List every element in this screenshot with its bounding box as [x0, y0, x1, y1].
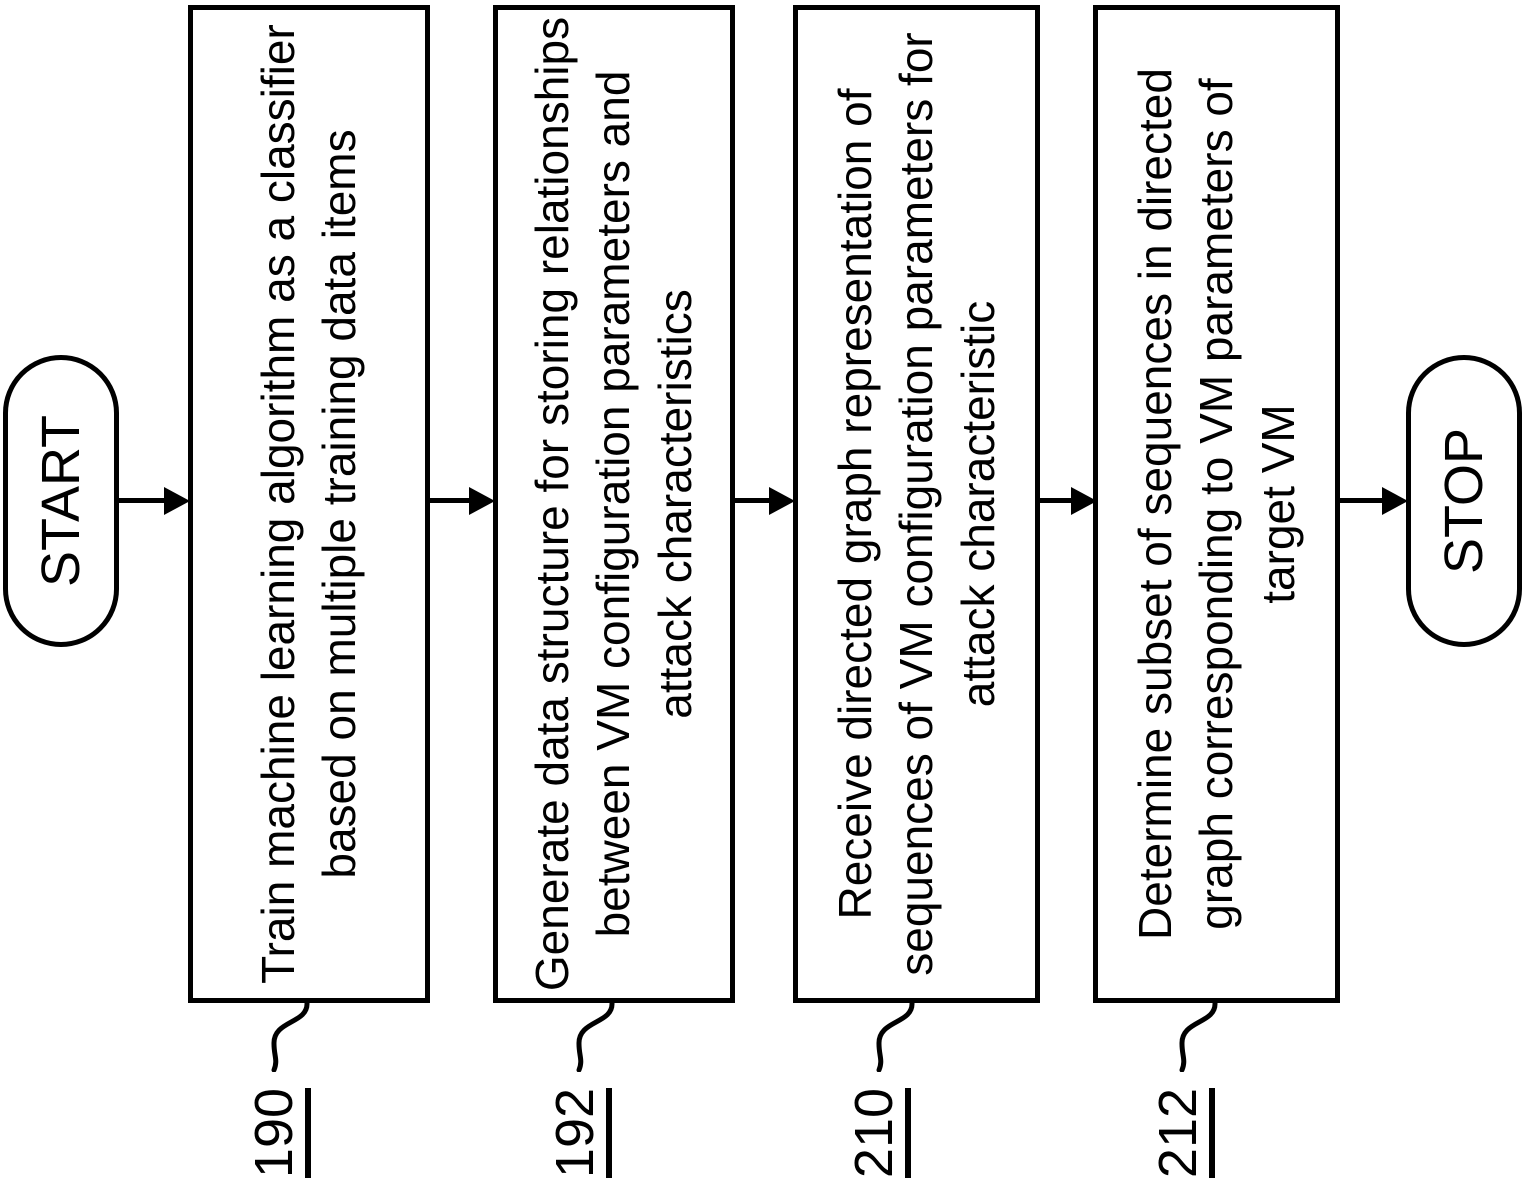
arrow-shaft [1038, 498, 1077, 503]
flow-arrow-192-to-210 [733, 487, 795, 515]
flow-arrow-210-to-212 [1038, 487, 1097, 515]
arrow-shaft [733, 498, 775, 503]
arrow-shaft [118, 498, 170, 503]
ref-label-212: 212 [1148, 1087, 1215, 1178]
step-text-212: Determine subset of sequences in directe… [1128, 68, 1304, 940]
arrow-shaft [1338, 498, 1388, 503]
step-box-190: Train machine learning algorithm as a cl… [188, 5, 430, 1003]
arrow-shaft [428, 498, 475, 503]
ref-number-190: 190 [244, 1087, 311, 1178]
step-text-210: Receive directed graph representation of… [828, 32, 1004, 976]
step-text-wrap: Train machine learning algorithm as a cl… [194, 14, 424, 994]
flow-arrow-190-to-192 [428, 487, 495, 515]
ref-connector-190 [271, 1002, 310, 1072]
arrow-head-icon [469, 487, 495, 515]
arrow-head-icon [1382, 487, 1408, 515]
step-box-192: Generate data structure for storing rela… [493, 5, 735, 1003]
step-box-210: Receive directed graph representation of… [793, 5, 1040, 1003]
ref-label-190: 190 [244, 1087, 311, 1178]
step-text-wrap: Generate data structure for storing rela… [499, 14, 729, 994]
arrow-head-icon [1071, 487, 1097, 515]
ref-connector-212 [1179, 1002, 1218, 1072]
arrow-head-icon [769, 487, 795, 515]
start-terminal: START [3, 355, 119, 647]
step-text-190: Train machine learning algorithm as a cl… [251, 24, 365, 984]
step-box-212: Determine subset of sequences in directe… [1093, 5, 1340, 1003]
stop-terminal: STOP [1406, 355, 1522, 647]
ref-label-rot: 210 [844, 1087, 911, 1178]
ref-label-rot: 190 [244, 1087, 311, 1178]
ref-label-rot: 192 [545, 1087, 612, 1178]
ref-number-210: 210 [844, 1087, 911, 1178]
start-label: START [31, 414, 91, 588]
step-text-192: Generate data structure for storing rela… [526, 16, 701, 992]
ref-number-192: 192 [545, 1087, 612, 1178]
arrow-head-icon [164, 487, 190, 515]
ref-connector-192 [576, 1002, 615, 1072]
ref-label-210: 210 [844, 1087, 911, 1178]
ref-label-rot: 212 [1148, 1087, 1215, 1178]
flow-arrow-start-to-190 [118, 487, 190, 515]
flow-arrow-212-to-stop [1338, 487, 1408, 515]
ref-label-192: 192 [545, 1087, 612, 1178]
ref-number-212: 212 [1148, 1087, 1215, 1178]
step-text-wrap: Receive directed graph representation of… [802, 14, 1032, 994]
step-text-wrap: Determine subset of sequences in directe… [1102, 14, 1332, 994]
stop-label: STOP [1434, 427, 1494, 575]
ref-connector-210 [876, 1002, 915, 1072]
